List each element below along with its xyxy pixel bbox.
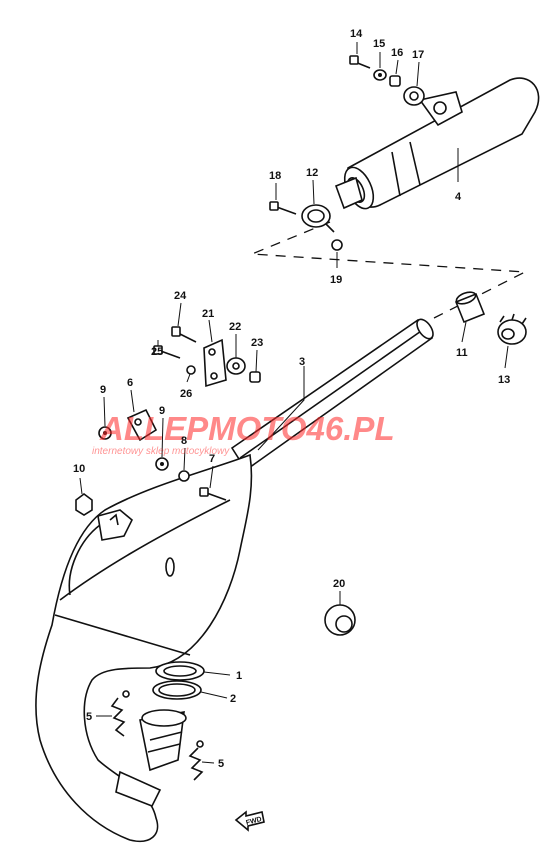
callout-5b: 5	[218, 758, 224, 770]
fwd-label: FWD	[245, 816, 262, 827]
callout-15: 15	[373, 38, 385, 50]
callout-6: 6	[127, 377, 133, 389]
callout-12: 12	[306, 167, 318, 179]
callout-9a: 9	[100, 384, 106, 396]
callout-21: 21	[202, 308, 214, 320]
callout-3: 3	[299, 356, 305, 368]
callout-22: 22	[229, 321, 241, 333]
callout-5a: 5	[86, 711, 92, 723]
hardware	[75, 55, 527, 781]
callout-25: 25	[151, 346, 163, 358]
expansion-chamber	[35, 318, 434, 842]
forward-marker: FWD	[234, 810, 265, 832]
leader-lines	[79, 42, 509, 764]
watermark: ALLEPMOTO46.PL internetowy sklep motocyk…	[92, 410, 395, 457]
callout-14: 14	[350, 28, 363, 40]
callout-10: 10	[73, 463, 85, 475]
callout-16: 17	[412, 49, 424, 61]
callout-7: 7	[209, 453, 215, 465]
callout-1: 1	[236, 670, 242, 682]
callout-19: 19	[330, 274, 342, 286]
callout-13: 13	[498, 374, 510, 386]
callout-17: 16	[391, 47, 403, 59]
watermark-brand: ALLEPMOTO46.PL	[99, 410, 395, 447]
callout-9b: 9	[159, 405, 165, 417]
callout-18: 18	[269, 170, 281, 182]
callout-23: 23	[251, 337, 263, 349]
assembly-line	[251, 221, 528, 319]
callout-24: 24	[174, 290, 187, 302]
callouts: 1 2 3 4 5 5 6 7 8 9 9 10 11 12 13 14 15 …	[73, 28, 510, 770]
callout-26: 26	[180, 388, 192, 400]
callout-11: 11	[456, 347, 468, 359]
callout-4: 4	[455, 191, 462, 203]
callout-2: 2	[230, 693, 236, 705]
callout-8: 8	[181, 435, 187, 447]
silencer	[334, 77, 540, 210]
watermark-tagline: internetowy sklep motocyklowy	[92, 446, 230, 457]
callout-20: 20	[333, 578, 345, 590]
